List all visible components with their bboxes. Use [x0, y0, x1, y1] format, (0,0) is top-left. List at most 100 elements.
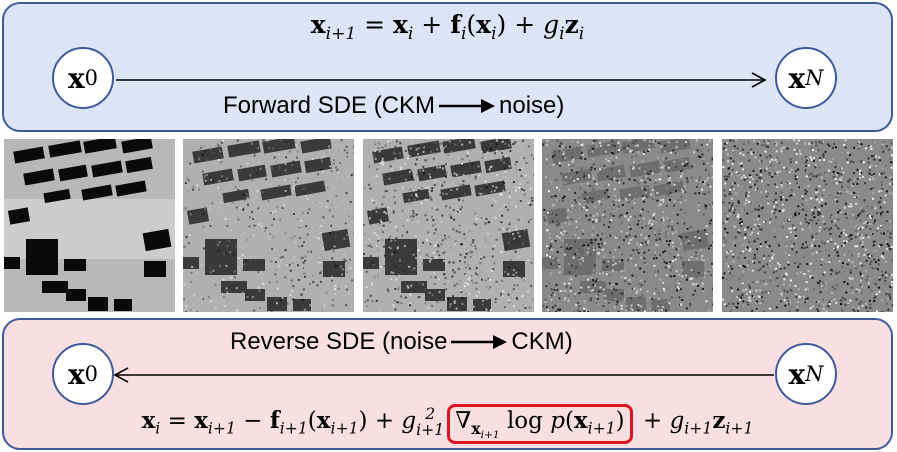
- noise-pixel: [673, 204, 676, 207]
- noise-pixel: [730, 207, 733, 210]
- noise-pixel: [274, 209, 277, 212]
- noise-pixel: [226, 291, 229, 294]
- noise-pixel: [382, 161, 385, 163]
- noise-pixel: [185, 146, 188, 148]
- noise-pixel: [621, 259, 624, 262]
- noise-pixel: [612, 152, 615, 155]
- noise-pixel: [239, 231, 242, 233]
- noise-pixel: [842, 262, 844, 264]
- noise-pixel: [466, 154, 469, 157]
- noise-pixel: [212, 180, 215, 183]
- noise-pixel: [482, 299, 485, 302]
- noise-pixel: [834, 166, 837, 168]
- noise-pixel: [757, 250, 760, 253]
- noise-pixel: [892, 226, 893, 229]
- noise-pixel: [806, 287, 809, 290]
- noise-pixel: [637, 151, 640, 154]
- noise-pixel: [423, 146, 426, 149]
- noise-pixel: [567, 294, 570, 297]
- noise-pixel: [745, 288, 748, 291]
- noise-pixel: [527, 220, 530, 223]
- noise-pixel: [564, 289, 567, 292]
- noise-pixel: [707, 191, 710, 193]
- noise-pixel: [751, 295, 754, 298]
- noise-pixel: [886, 165, 889, 168]
- noise-pixel: [664, 150, 666, 153]
- noise-pixel: [775, 160, 778, 163]
- noise-pixel: [642, 153, 645, 155]
- noise-pixel: [515, 311, 518, 312]
- noise-pixel: [748, 284, 751, 287]
- noise-pixel: [675, 189, 677, 192]
- noise-pixel: [674, 227, 677, 230]
- building-block: [64, 259, 86, 271]
- noise-pixel: [491, 269, 494, 272]
- noise-pixel: [867, 310, 870, 312]
- noise-pixel: [198, 188, 200, 191]
- noise-pixel: [711, 156, 713, 159]
- noise-pixel: [746, 279, 749, 281]
- noise-pixel: [750, 151, 753, 154]
- noise-pixel: [275, 261, 277, 264]
- noise-pixel: [494, 152, 497, 155]
- noise-pixel: [831, 299, 834, 302]
- noise-pixel: [798, 212, 800, 215]
- noise-pixel: [870, 255, 873, 257]
- noise-pixel: [590, 197, 593, 200]
- noise-pixel: [763, 144, 766, 147]
- noise-pixel: [515, 186, 518, 189]
- noise-pixel: [514, 163, 517, 166]
- noise-pixel: [346, 151, 349, 154]
- noise-pixel: [285, 238, 288, 241]
- noise-pixel: [747, 194, 750, 197]
- noise-pixel: [790, 231, 792, 234]
- noise-pixel: [411, 213, 414, 216]
- noise-pixel: [189, 162, 192, 165]
- noise-pixel: [745, 292, 748, 295]
- noise-pixel: [785, 275, 788, 278]
- noise-pixel: [420, 202, 423, 205]
- noise-pixel: [861, 304, 864, 307]
- noise-pixel: [344, 285, 347, 288]
- noise-pixel: [686, 177, 688, 180]
- noise-pixel: [552, 163, 555, 166]
- noise-pixel: [519, 182, 521, 185]
- noise-pixel: [766, 192, 769, 195]
- noise-pixel: [763, 257, 766, 260]
- noise-pixel: [527, 258, 530, 261]
- noise-pixel: [801, 228, 804, 231]
- noise-pixel: [267, 200, 270, 203]
- noise-pixel: [830, 160, 833, 163]
- noise-pixel: [326, 186, 329, 189]
- noise-pixel: [239, 165, 242, 168]
- building-block: [580, 281, 606, 293]
- noise-pixel: [853, 196, 856, 198]
- noise-pixel: [746, 202, 749, 205]
- noise-pixel: [832, 170, 835, 173]
- noise-pixel: [289, 266, 292, 269]
- noise-pixel: [507, 293, 510, 296]
- noise-pixel: [253, 154, 256, 157]
- noise-pixel: [390, 271, 393, 274]
- noise-pixel: [385, 190, 388, 192]
- noise-pixel: [505, 206, 507, 209]
- noise-pixel: [817, 257, 819, 260]
- noise-pixel: [489, 286, 492, 289]
- noise-pixel: [262, 283, 265, 285]
- noise-pixel: [257, 271, 260, 274]
- noise-pixel: [412, 253, 415, 256]
- building-block: [382, 168, 414, 186]
- noise-pixel: [304, 275, 306, 278]
- noise-pixel: [661, 308, 663, 311]
- noise-pixel: [445, 288, 448, 291]
- noise-pixel: [831, 216, 834, 219]
- noise-pixel: [771, 256, 774, 259]
- noise-pixel: [331, 215, 334, 218]
- noise-pixel: [439, 309, 442, 312]
- noise-pixel: [861, 208, 864, 211]
- noise-pixel: [859, 172, 861, 175]
- noise-pixel: [618, 181, 621, 184]
- noise-pixel: [381, 239, 384, 241]
- noise-pixel: [664, 250, 667, 253]
- noise-pixel: [485, 286, 488, 288]
